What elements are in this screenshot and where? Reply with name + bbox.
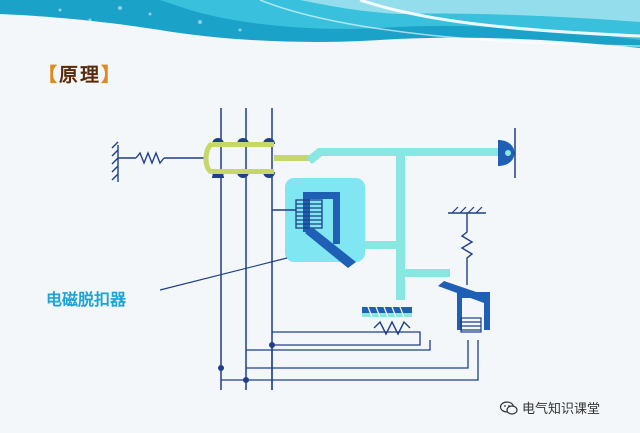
shunt-release [438, 206, 490, 333]
control-wiring [221, 331, 479, 390]
page-title: 【原理】 [38, 60, 122, 87]
phase-wires [220, 108, 273, 390]
contact-bar [203, 141, 312, 175]
title-bracket-left: 【 [38, 64, 60, 86]
title-bracket-right: 】 [101, 64, 123, 86]
electromagnetic-release [272, 178, 365, 268]
wechat-icon [500, 400, 518, 415]
title-text: 原理 [59, 64, 102, 86]
left-spring [111, 141, 208, 182]
callout-leader [159, 257, 288, 291]
latch-hook [498, 128, 516, 178]
wire-junctions [218, 342, 275, 383]
watermark-text: 电气知识课堂 [522, 402, 601, 417]
electromagnetic-release-label: 电磁脱扣器 [46, 290, 127, 309]
trip-linkage [306, 148, 502, 300]
header-wave [0, 0, 640, 55]
thermal-element [362, 306, 412, 336]
watermark: 电气知识课堂 [500, 398, 600, 417]
